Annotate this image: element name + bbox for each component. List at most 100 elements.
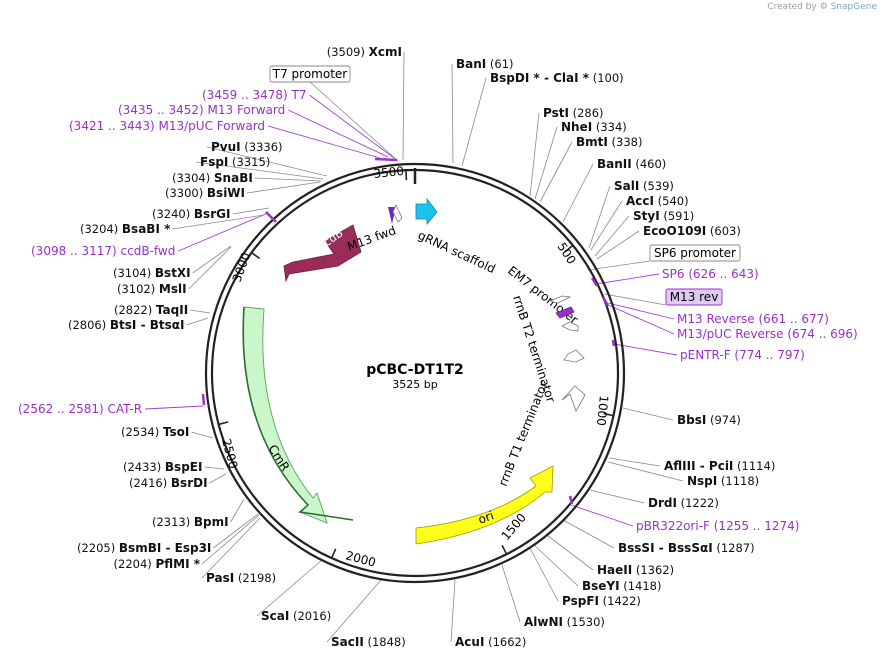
scale-tick (330, 548, 337, 559)
enzyme-name: BpmI (194, 515, 229, 529)
primer-name: M13/pUC Reverse (677, 327, 787, 341)
enzyme-label: (3509) XcmI (327, 45, 402, 59)
enzyme-site: FspI (3315) (200, 155, 270, 169)
enzyme-label: DrdI (1222) (648, 496, 719, 510)
enzyme-site: (3300) BsiWI (165, 186, 245, 200)
primer-leader (605, 303, 675, 335)
enzyme-position: (2016) (289, 609, 331, 623)
enzyme-leader (192, 245, 232, 274)
enzyme-leader (201, 514, 260, 565)
enzyme-position: (334) (592, 120, 627, 134)
primer-mark-pbr322ori-f (568, 495, 574, 505)
enzyme-name: BsrDI (171, 476, 208, 490)
enzyme-name: BstXI (155, 266, 191, 280)
enzyme-leader (594, 215, 630, 257)
enzyme-leader (562, 163, 594, 223)
enzyme-leader (590, 200, 623, 251)
enzyme-name: AcuI (455, 635, 484, 649)
primer-name: M13/pUC Forward (159, 119, 266, 133)
enzyme-position: (2416) (129, 476, 171, 490)
enzyme-site: SalI (539) (614, 179, 674, 193)
primer-mark-ccdb-fwd (265, 211, 277, 223)
enzyme-position: (460) (632, 157, 667, 171)
enzyme-name: StyI (633, 209, 660, 223)
enzyme-position: (3315) (228, 155, 270, 169)
primer-leader (309, 94, 395, 159)
scale-tick (501, 544, 508, 555)
ccdb-feature-arrow (283, 224, 362, 283)
enzyme-site: BseYI (1418) (582, 579, 662, 593)
enzyme-label: (2433) BspEI (123, 460, 202, 474)
enzyme-leader (402, 51, 405, 161)
enzyme-position: (1848) (364, 635, 406, 649)
enzyme-site: (3240) BsrGI (152, 207, 230, 221)
primer-name: ccdB-fwd (121, 244, 176, 258)
grna-label: gRNA scaffold (416, 228, 498, 276)
enzyme-site: (2806) BtsI - BtsαI (68, 318, 184, 332)
primer-name: SP6 (662, 267, 688, 281)
enzyme-site: (3304) SnaBI (172, 171, 253, 185)
enzyme-label: (3104) BstXI (113, 266, 191, 280)
enzyme-name: BmtI (576, 135, 608, 149)
primer-annotation: pBR322ori-F (1255 .. 1274) (636, 519, 799, 533)
credit-prefix: Created by (767, 2, 817, 12)
enzyme-name: BseYI (582, 579, 620, 593)
enzyme-site: (2822) TaqII (114, 303, 188, 317)
enzyme-site: (3204) BsaBI * (80, 222, 171, 236)
enzyme-label: NheI (334) (561, 120, 627, 134)
scale-tick (603, 412, 614, 417)
enzyme-label: (2416) BsrDI (129, 476, 208, 490)
enzyme-leader (190, 309, 211, 314)
enzyme-position: (591) (660, 209, 695, 223)
enzyme-label: BspDI * - ClaI * (100) (490, 71, 624, 85)
enzyme-label: BssSI - BssSαI (1287) (618, 541, 755, 555)
enzyme-name: TsoI (163, 425, 189, 439)
enzyme-name: ScaI (261, 609, 289, 623)
t1-terminator-arrow (561, 385, 586, 412)
enzyme-label: SalI (539) (614, 179, 674, 193)
enzyme-label: PasI (2198) (206, 571, 276, 585)
enzyme-name: BsrGI (194, 207, 231, 221)
enzyme-leader (547, 535, 594, 571)
enzyme-site: (2433) BspEI (123, 460, 202, 474)
m13-rev-box-leader (603, 293, 667, 306)
primer-mark-sp6 (590, 277, 599, 287)
plasmid-size: 3525 bp (392, 378, 437, 391)
sp6-promoter-box: SP6 promoter (649, 244, 741, 262)
enzyme-label: ScaI (2016) (261, 609, 331, 623)
leader-lines (145, 51, 684, 643)
enzyme-name: HaeII (597, 563, 632, 577)
enzyme-label: BanII (460) (597, 157, 666, 171)
enzyme-name: PspFI (562, 594, 599, 608)
t2-terminator-arrow-2 (563, 349, 585, 363)
enzyme-position: (3336) (241, 140, 283, 154)
primer-label: (2562 .. 2581) CAT-R (18, 402, 142, 416)
enzyme-position: (2806) (68, 318, 110, 332)
enzyme-site: HaeII (1362) (597, 563, 674, 577)
enzyme-leader (608, 457, 661, 467)
enzyme-label: BanI (61) (456, 57, 514, 71)
enzyme-leader (562, 519, 615, 549)
enzyme-name: BsmBI (119, 541, 161, 555)
primer-range: (3435 .. 3452) (118, 103, 208, 117)
primer-name: pBR322ori-F (636, 519, 714, 533)
enzyme-leader (191, 431, 214, 439)
primer-leader (595, 273, 660, 285)
primer-label: M13/pUC Reverse (674 .. 696) (677, 327, 858, 341)
enzyme-position: (2822) (114, 303, 156, 317)
primer-range: (2562 .. 2581) (18, 402, 108, 416)
enzyme-name-2: - PciI (696, 459, 734, 473)
enzyme-site: AccI (540) (626, 194, 689, 208)
enzyme-site: (2205) BsmBI - Esp3I (77, 541, 211, 555)
enzyme-site: StyI (591) (633, 209, 694, 223)
enzyme-name-2: - ClaI * (540, 71, 590, 85)
enzyme-leader (607, 461, 684, 482)
backbone-outer (204, 162, 626, 584)
enzyme-position: (3240) (152, 207, 194, 221)
em7-promoter-arrow (548, 295, 572, 304)
enzyme-leader (230, 498, 245, 523)
enzyme-label: EcoO109I (603) (643, 224, 741, 238)
primer-annotation: (3459 .. 3478) T7 (202, 88, 306, 102)
enzyme-position: (1662) (484, 635, 526, 649)
